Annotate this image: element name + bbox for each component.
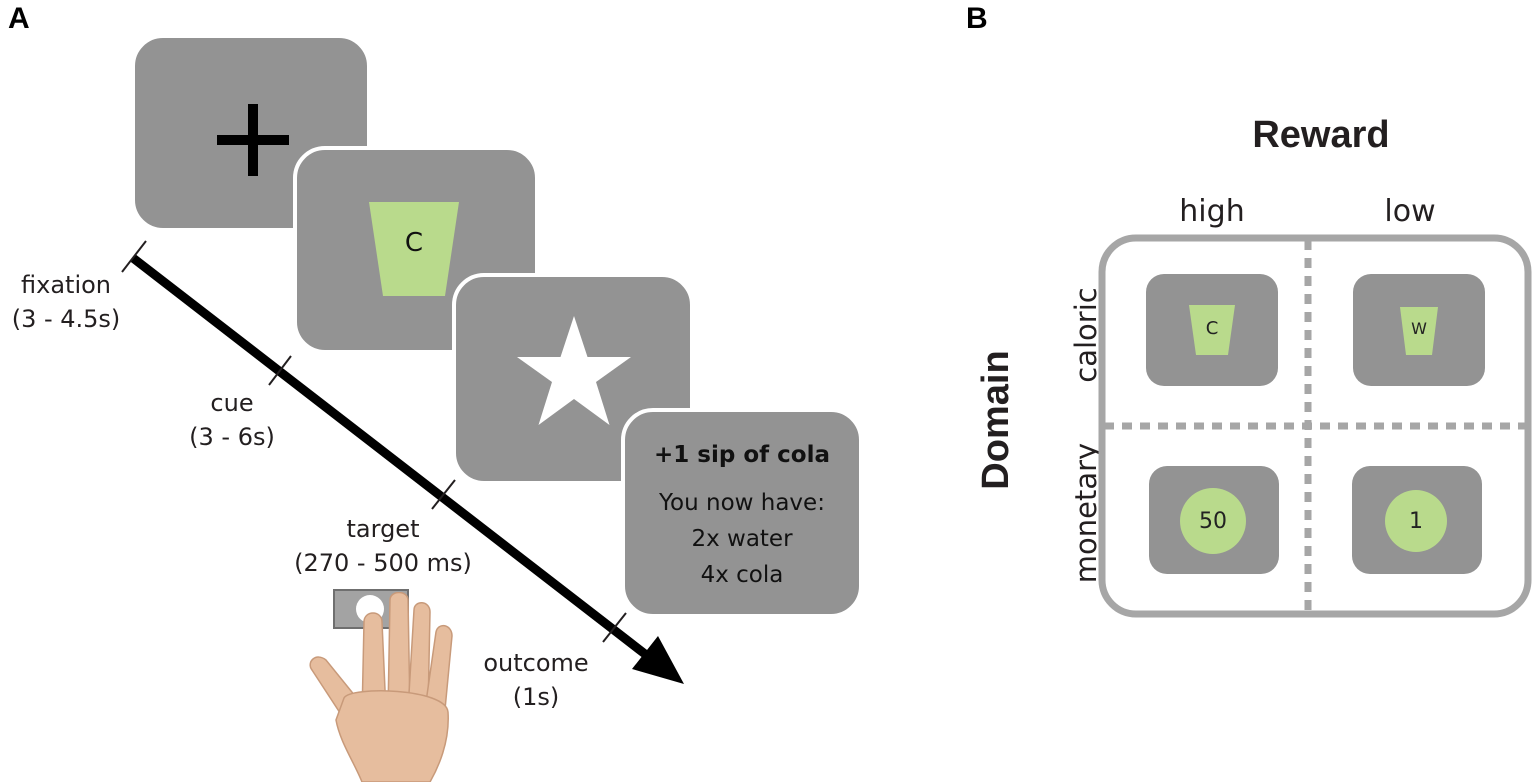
tick-cue <box>268 355 292 386</box>
column-high-label: high <box>1179 194 1245 229</box>
outcome-duration: (1s) <box>512 683 560 711</box>
tick-fixation <box>121 240 147 273</box>
cue-name: cue <box>210 389 254 417</box>
cue-cup-label: C <box>404 228 424 258</box>
water-cup-icon <box>1400 307 1438 355</box>
hand-icon <box>309 592 453 782</box>
outcome-label: outcome (1s) <box>468 646 604 714</box>
fixation-label: fixation (3 - 4.5s) <box>2 268 130 336</box>
fixation-duration: (3 - 4.5s) <box>11 305 121 333</box>
outcome-line-3: 4x cola <box>700 562 784 588</box>
tick-target <box>431 479 456 510</box>
cell-caloric-high-label: C <box>1205 318 1219 339</box>
cue-label: cue (3 - 6s) <box>172 386 292 454</box>
cola-cup-icon <box>1189 305 1235 355</box>
cue-cup-icon <box>369 202 459 296</box>
timeline-arrow <box>121 240 684 684</box>
cell-caloric-low-label: W <box>1411 319 1427 338</box>
star-icon <box>517 316 631 425</box>
fixation-cross-icon <box>217 104 289 176</box>
cell-caloric-low: W <box>1353 274 1485 386</box>
outcome-line-2: 2x water <box>691 526 793 552</box>
target-duration: (270 - 500 ms) <box>294 549 472 577</box>
domain-title: Domain <box>975 350 1017 490</box>
column-low-label: low <box>1384 194 1436 229</box>
cell-caloric-high: C <box>1146 274 1278 386</box>
coin-50-icon: 50 <box>1180 488 1246 554</box>
outcome-line-1: You now have: <box>659 490 825 516</box>
coin-1-icon: 1 <box>1385 490 1447 552</box>
outcome-screen: +1 sip of cola You now have: 2x water 4x… <box>621 408 863 618</box>
outcome-headline: +1 sip of cola <box>654 442 830 468</box>
timeline-arrowhead <box>632 636 684 684</box>
timeline-shaft <box>130 254 648 658</box>
target-label: target (270 - 500 ms) <box>283 512 483 580</box>
fixation-name: fixation <box>21 271 111 299</box>
reward-title: Reward <box>1252 114 1390 156</box>
cue-duration: (3 - 6s) <box>189 423 275 451</box>
panel-b-letter: B <box>966 2 988 35</box>
target-screen <box>452 273 694 485</box>
cell-monetary-low: 1 <box>1352 466 1482 574</box>
cell-monetary-high: 50 <box>1149 466 1279 574</box>
panel-a-letter: A <box>8 2 30 35</box>
outcome-name: outcome <box>483 649 589 677</box>
target-name: target <box>346 515 420 543</box>
tick-outcome <box>602 612 627 643</box>
